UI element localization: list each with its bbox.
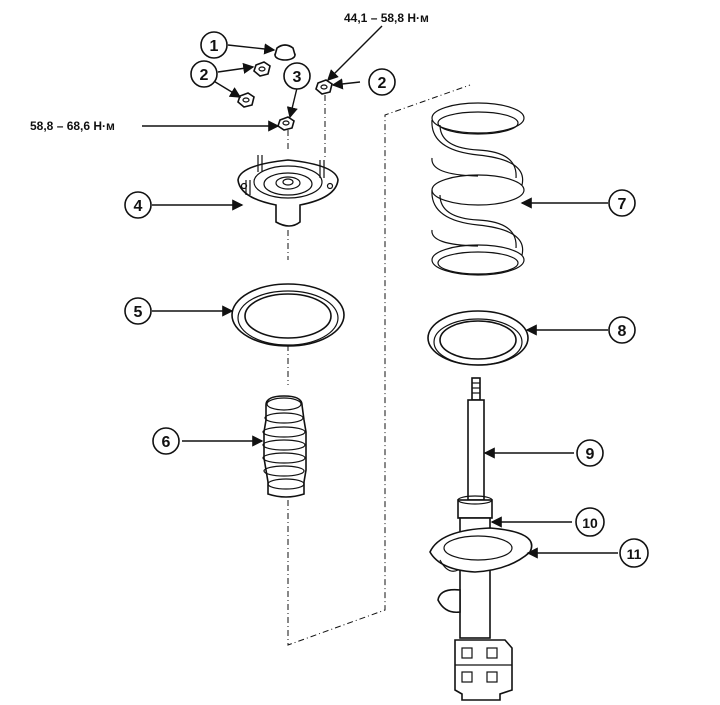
torque-label-upper-nut: 44,1 – 58,8 Н·м: [344, 11, 429, 25]
callout-6: 6: [152, 427, 180, 455]
coil-spring: [431, 102, 525, 276]
callout-5-label: 5: [134, 304, 143, 321]
upper-spring-insulator: [231, 283, 345, 347]
lower-spring-insulator: [427, 310, 529, 366]
mount-nut-left-upper: [253, 61, 271, 77]
bump-stop-boot: [262, 395, 307, 498]
callout-10: 10: [575, 507, 605, 537]
callout-8: 8: [608, 316, 636, 344]
leader-lines: [142, 25, 618, 559]
torque-label-center-nut: 58,8 – 68,6 Н·м: [30, 119, 115, 133]
callout-7-label: 7: [618, 196, 627, 213]
callout-8-label: 8: [618, 323, 627, 340]
mount-nut-left-lower: [237, 92, 255, 108]
callout-9-label: 9: [586, 446, 595, 463]
callout-4-label: 4: [134, 198, 143, 215]
callout-3-label: 3: [293, 69, 302, 86]
center-lock-nut: [277, 116, 295, 131]
dust-cap: [274, 44, 296, 61]
assembly-centerlines: [287, 84, 471, 646]
mount-nut-right: [315, 79, 333, 95]
callout-2-right-label: 2: [378, 75, 387, 92]
callout-4: 4: [124, 191, 152, 219]
callout-10-label: 10: [582, 515, 598, 531]
callout-2-left-label: 2: [200, 67, 209, 84]
callout-2-left: 2: [190, 60, 218, 88]
callout-1-label: 1: [210, 38, 219, 55]
callout-6-label: 6: [162, 434, 171, 451]
callout-5: 5: [124, 297, 152, 325]
callout-3: 3: [283, 62, 311, 90]
lower-spring-seat: [429, 527, 533, 614]
callout-7: 7: [608, 189, 636, 217]
callout-9: 9: [576, 439, 604, 467]
knuckle-bracket: [454, 639, 513, 701]
callout-11-label: 11: [627, 546, 642, 562]
callout-11: 11: [619, 538, 649, 568]
callout-1: 1: [200, 31, 228, 59]
callout-2-right: 2: [368, 68, 396, 96]
strut-top-mount: [237, 155, 339, 227]
piston-rod: [467, 377, 485, 501]
